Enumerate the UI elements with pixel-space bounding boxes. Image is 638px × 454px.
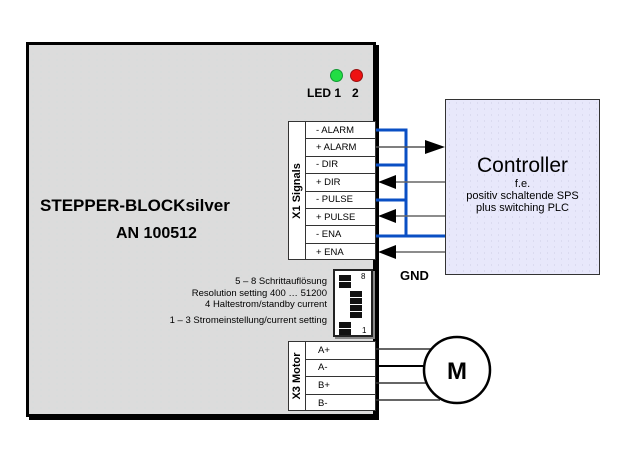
controller-box: Controller f.e. positiv schaltende SPS p…	[445, 99, 600, 275]
controller-sub-de: positiv schaltende SPS	[466, 190, 579, 202]
x3-row-b-minus: B-	[318, 397, 328, 409]
x3-label-cell: X3 Motor	[289, 342, 306, 410]
x1-row-pulse-plus: + PULSE	[306, 209, 375, 227]
x1-row-dir-minus: - DIR	[306, 157, 375, 175]
dip-switch-1	[339, 329, 351, 335]
dip-line-resolution-de: 5 – 8 Schrittauflösung	[235, 276, 327, 287]
x1-row-pulse-minus: - PULSE	[306, 192, 375, 209]
device-title: STEPPER-BLOCKsilver	[40, 196, 230, 215]
controller-sub-en: plus switching PLC	[476, 202, 569, 214]
dip-switch-2	[339, 322, 351, 328]
led-1-green	[330, 69, 343, 82]
dip-switch-3	[350, 312, 362, 318]
x1-row-ena-minus: - ENA	[306, 226, 375, 244]
arrow-alarm-to-controller	[425, 140, 445, 154]
arrow-dir-input	[378, 175, 396, 189]
dip-switch-5	[350, 298, 362, 304]
dip-switch-6	[350, 291, 362, 297]
dip-switch-8	[339, 275, 351, 281]
dip-line-standby: 4 Haltestrom/standby current	[205, 299, 327, 310]
arrow-ena-input	[378, 245, 396, 259]
led-2-red	[350, 69, 363, 82]
x3-motor-table: X3 Motor A+ A- B+ B-	[288, 341, 376, 411]
x3-row-a-minus: A-	[306, 360, 375, 377]
controller-sub-fe: f.e.	[514, 178, 531, 190]
dip-switch-block: 8 1	[333, 269, 373, 337]
x1-row-alarm-minus: - ALARM	[306, 122, 375, 140]
x3-row-b-plus: B+	[306, 377, 375, 395]
motor-circle	[422, 335, 492, 405]
x3-row-a-plus: A+	[306, 342, 375, 360]
dip-line-resolution-en: Resolution setting 400 … 51200	[191, 287, 327, 299]
led-1-label: LED 1	[307, 86, 342, 100]
dip-switch-4	[350, 305, 362, 311]
x1-row-ena-plus: + ENA	[316, 246, 344, 258]
dip-number-top: 8	[361, 272, 366, 281]
x1-row-dir-plus: + DIR	[306, 174, 375, 192]
dip-number-bottom: 1	[362, 326, 367, 335]
dip-switch-7	[339, 282, 351, 288]
dip-description: 5 – 8 Schrittauflösung Resolution settin…	[170, 276, 327, 326]
x1-signals-table: X1 Signals - ALARM + ALARM - DIR + DIR -…	[288, 121, 376, 260]
gnd-label: GND	[400, 268, 429, 283]
controller-title: Controller	[476, 154, 569, 177]
blue-common-wire	[376, 128, 445, 238]
led-2-label: 2	[352, 86, 359, 100]
dip-line-current: 1 – 3 Stromeinstellung/current setting	[169, 314, 327, 326]
device-id: AN 100512	[116, 225, 197, 242]
x1-row-alarm-plus: + ALARM	[306, 139, 375, 157]
arrow-pulse-input	[378, 209, 396, 223]
motor-label: M	[447, 358, 467, 385]
x1-label-cell: X1 Signals	[289, 122, 306, 259]
